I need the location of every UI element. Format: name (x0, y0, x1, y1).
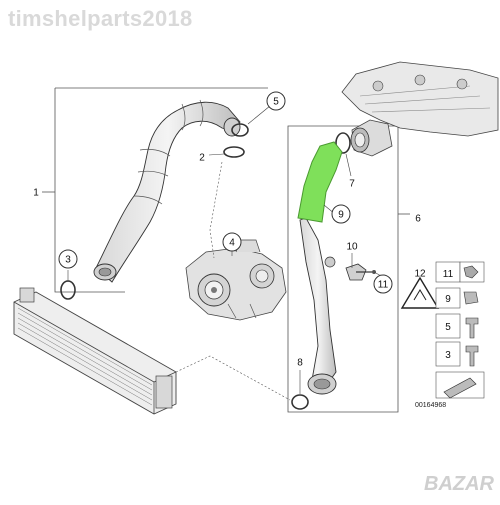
callout-label-10[interactable]: 10 (346, 242, 358, 253)
callout-label-9[interactable]: 9 (338, 210, 344, 221)
callout-label-6[interactable]: 6 (415, 214, 421, 225)
callout-circle-11 (373, 274, 393, 294)
legend-clip-icon (463, 265, 479, 279)
callout-circle-5 (266, 91, 286, 111)
callout-label-1[interactable]: 1 (33, 188, 39, 199)
seal-ring-5 (231, 123, 249, 137)
legend-bolt-icon (465, 317, 479, 339)
legend-label-11: 11 (443, 269, 454, 280)
diagram-code: 00164968 (415, 402, 447, 409)
legend-panel (435, 261, 485, 399)
legend-arrow-icon (443, 377, 477, 399)
charge-pipe-1 (93, 99, 241, 283)
seal-ring-3 (60, 280, 76, 300)
legend-label-9: 9 (445, 294, 451, 305)
intercooler (13, 287, 177, 415)
legend-label-3: 3 (445, 350, 451, 361)
seal-ring-2 (223, 146, 245, 158)
turbocharger-4 (185, 239, 287, 321)
callout-circle-9 (331, 204, 351, 224)
charge-pipe-6 (299, 217, 337, 395)
intake-hose-9-highlighted[interactable] (297, 141, 343, 223)
callout-circle-4 (222, 232, 242, 252)
legend-nut-icon (463, 291, 479, 305)
intake-manifold (341, 61, 499, 157)
callout-label-2[interactable]: 2 (199, 153, 205, 164)
seal-ring-7 (335, 132, 351, 154)
seal-ring-8 (291, 394, 309, 410)
warning-label-12 (400, 276, 440, 309)
callout-label-12[interactable]: 12 (414, 269, 426, 280)
bazar-logo: BAZAR (424, 473, 494, 495)
callout-label-3[interactable]: 3 (65, 255, 71, 266)
callout-label-11[interactable]: 11 (378, 280, 389, 291)
callout-label-7[interactable]: 7 (349, 179, 355, 190)
callout-circle-3 (58, 249, 78, 269)
group-frame-6 (287, 125, 399, 413)
sensor-10 (345, 263, 376, 281)
seller-watermark: timshelparts2018 (8, 6, 193, 31)
legend-label-5: 5 (445, 322, 451, 333)
legend-screw-icon (465, 345, 479, 367)
group-frame-1 (54, 87, 268, 293)
callout-label-8[interactable]: 8 (297, 358, 303, 369)
callout-label-5[interactable]: 5 (273, 97, 279, 108)
callout-label-4[interactable]: 4 (229, 238, 235, 249)
